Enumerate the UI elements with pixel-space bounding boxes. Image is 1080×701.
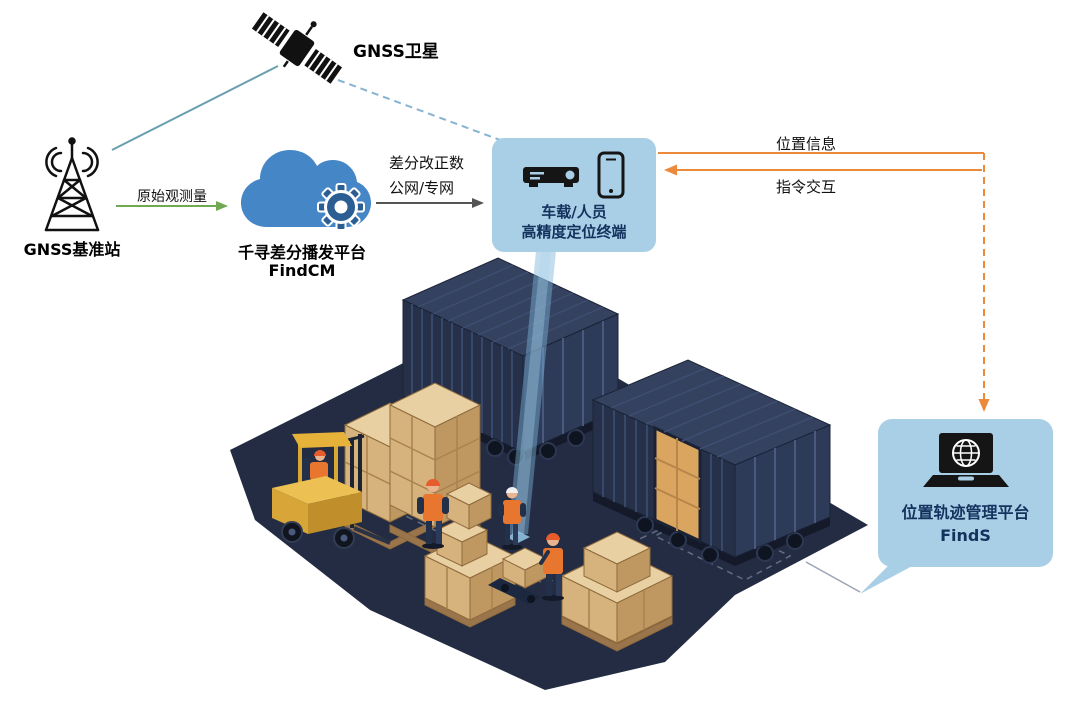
warehouse-illustration	[230, 251, 916, 690]
small-carton	[445, 482, 493, 530]
terminal-label-line2: 高精度定位终端	[521, 223, 627, 241]
correction-label-line2: 公网/专网	[389, 179, 455, 197]
correction-label-line1: 差分改正数	[389, 154, 465, 172]
platform-callout-tail	[805, 561, 916, 594]
satellite-basestation-link	[111, 65, 279, 151]
cloud-gear-icon	[241, 150, 371, 231]
raw-observation-label: 原始观测量	[137, 189, 207, 205]
pallet-stack-front-right	[560, 531, 674, 652]
terminal-device-icons	[523, 148, 625, 202]
cloud-platform-subtitle: FindCM	[268, 261, 336, 280]
command-interaction-label: 指令交互	[775, 178, 836, 196]
satellite-label: GNSS卫星	[353, 42, 439, 62]
positioning-beam	[508, 251, 556, 534]
base-station-label: GNSS基准站	[23, 240, 121, 259]
platform-label-title: 位置轨迹管理平台	[901, 503, 1030, 522]
management-platform-node: 位置轨迹管理平台 FindS	[878, 419, 1053, 567]
gear-icon	[317, 183, 365, 231]
laptop-globe-icon	[922, 433, 1009, 487]
terminal-label-line1: 车载/人员	[541, 203, 607, 221]
forklift-driver	[310, 450, 328, 480]
terminal-node: 车载/人员 高精度定位终端	[492, 138, 656, 252]
worker-3	[539, 533, 564, 601]
shipping-container-2	[591, 359, 832, 566]
satellite-icon	[251, 12, 343, 84]
globe-icon	[951, 439, 980, 467]
position-info-label: 位置信息	[775, 135, 836, 153]
base-station-icon	[44, 137, 100, 232]
platform-label-subtitle: FindS	[940, 526, 991, 545]
cloud-platform-title: 千寻差分播发平台	[237, 243, 366, 262]
forklift	[272, 432, 391, 549]
worker-1	[417, 479, 449, 549]
receiver-icon	[523, 167, 579, 187]
smartphone-icon	[597, 151, 625, 199]
position-info-arrow	[658, 152, 990, 412]
satellite-terminal-dashed-link	[337, 79, 501, 141]
open-container-cargo	[653, 425, 702, 544]
worker-2	[498, 487, 526, 550]
